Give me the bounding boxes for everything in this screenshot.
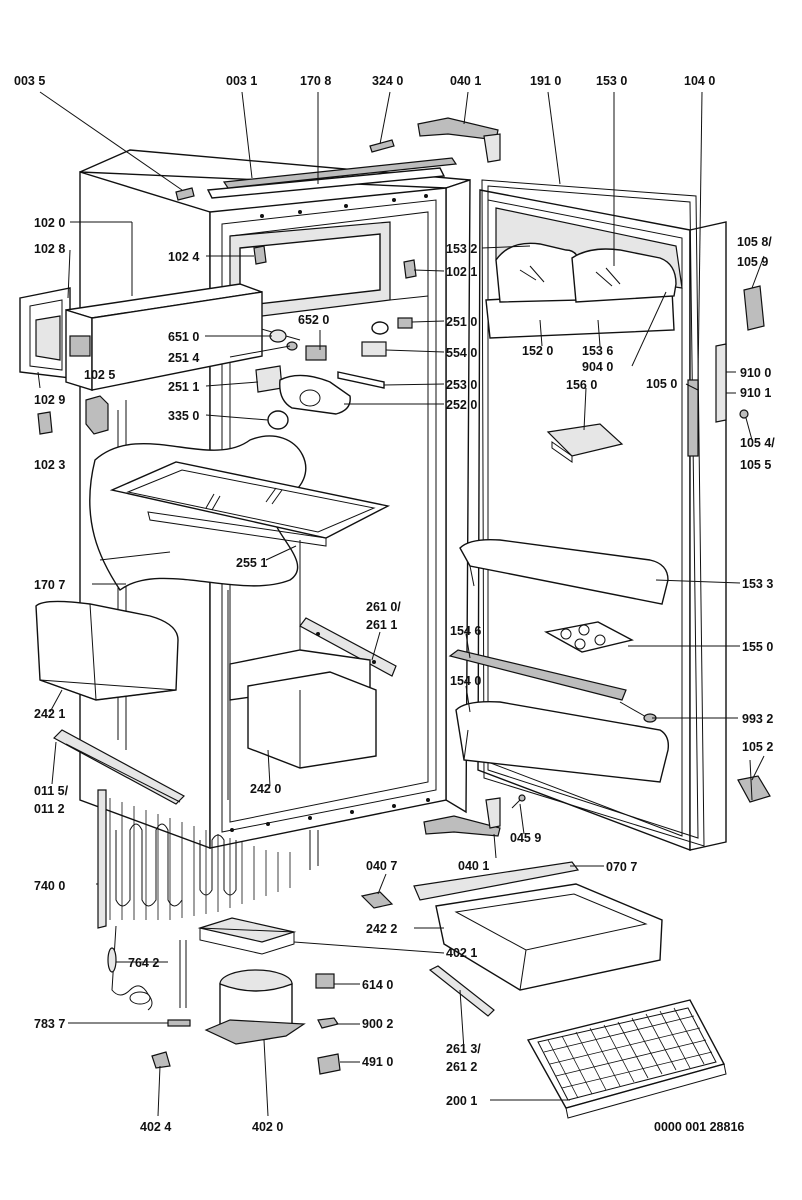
part-label-1029: 102 9 [34,393,66,407]
part-label-2511: 251 1 [168,380,200,394]
part-label-1910: 191 0 [530,74,562,88]
part-label-1520: 152 0 [522,344,554,358]
part-label-0401-bottom: 040 1 [458,859,490,873]
part-label-2422: 242 2 [366,922,398,936]
part-label-1023: 102 3 [34,458,66,472]
part-label-1546: 154 6 [450,624,482,638]
part-label-0031: 003 1 [226,74,258,88]
part-label-2610: 261 0/ [366,600,401,614]
part-label-7837: 783 7 [34,1017,66,1031]
part-label-5540: 554 0 [446,346,478,360]
part-label-2514: 251 4 [168,351,200,365]
part-label-1021: 102 1 [446,265,478,279]
part-label-1540: 154 0 [450,674,482,688]
part-label-2613: 261 3/ [446,1042,481,1056]
part-label-9101: 910 1 [740,386,772,400]
part-label-6520: 652 0 [298,313,330,327]
drawing-number: 0000 001 28816 [654,1120,745,1134]
part-label-0115: 011 5/ [34,784,69,798]
part-label-7400: 740 0 [34,879,66,893]
part-label-9100: 910 0 [740,366,772,380]
part-label-0035: 003 5 [14,74,46,88]
part-label-6140: 614 0 [362,978,394,992]
part-label-2551: 255 1 [236,556,268,570]
part-label-4910: 491 0 [362,1055,394,1069]
part-label-0459: 045 9 [510,831,542,845]
part-label-7642: 764 2 [128,956,160,970]
part-label-1707: 170 7 [34,578,66,592]
part-label-4021: 402 1 [446,946,478,960]
door [448,179,727,852]
part-label-1560: 156 0 [566,378,598,392]
part-label-1055: 105 5 [740,458,772,472]
part-label-2530: 253 0 [446,378,478,392]
part-label-0407: 040 7 [366,859,398,873]
part-label-1533: 153 3 [742,577,774,591]
bottom-right-parts [360,117,771,1119]
part-label-1530: 153 0 [596,74,628,88]
part-label-1059: 105 9 [737,255,769,269]
part-label-1532: 153 2 [446,242,478,256]
part-label-2611: 261 1 [366,618,398,632]
part-label-2421: 242 1 [34,707,66,721]
part-label-1024: 102 4 [168,250,200,264]
part-label-1550: 155 0 [742,640,774,654]
part-label-1054: 105 4/ [740,436,775,450]
part-label-2510: 251 0 [446,315,478,329]
part-label-1025: 102 5 [84,368,116,382]
part-label-9002: 900 2 [362,1017,394,1031]
part-label-6510: 651 0 [168,330,200,344]
part-label-0112: 011 2 [34,802,65,816]
part-label-1058: 105 8/ [737,235,772,249]
part-label-2520: 252 0 [446,398,478,412]
part-label-0401-top: 040 1 [450,74,482,88]
part-label-2612: 261 2 [446,1060,478,1074]
part-label-1028: 102 8 [34,242,66,256]
leader-lines [37,91,765,1117]
part-label-3350: 335 0 [168,409,200,423]
part-label-1040: 104 0 [684,74,716,88]
part-label-9040: 904 0 [582,360,614,374]
part-label-2001: 200 1 [446,1094,478,1108]
part-label-0707: 070 7 [606,860,638,874]
part-label-4024: 402 4 [140,1120,172,1134]
part-label-2420: 242 0 [250,782,282,796]
part-label-9932: 993 2 [742,712,774,726]
part-label-1536: 153 6 [582,344,614,358]
part-label-3240: 324 0 [372,74,404,88]
part-label-1050: 105 0 [646,377,678,391]
part-label-1708: 170 8 [300,74,332,88]
part-label-1020: 102 0 [34,216,66,230]
part-label-4020: 402 0 [252,1120,284,1134]
part-label-1052: 105 2 [742,740,774,754]
left-parts [19,245,417,1075]
